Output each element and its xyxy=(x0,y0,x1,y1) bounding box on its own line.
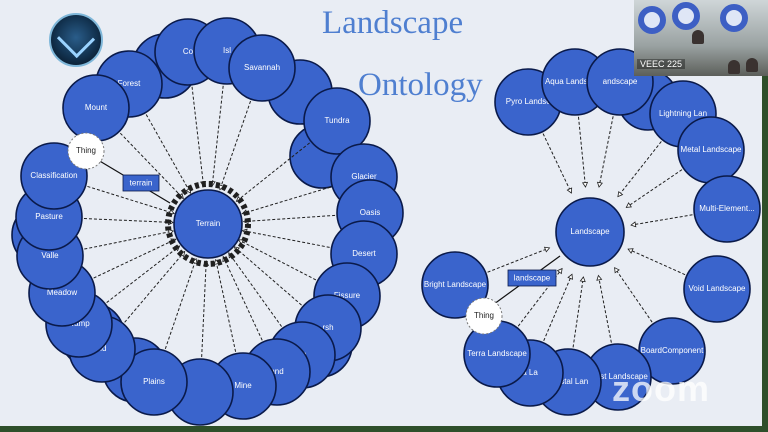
terrain-subclass-node-label: rsh xyxy=(322,323,333,332)
terrain-subclass-node-label: Desert xyxy=(352,249,376,258)
terrain-subclass-node-label: Mine xyxy=(234,381,252,390)
landscape-subclass-node-label: Void Landscape xyxy=(689,284,746,293)
relation-label-landscape xyxy=(507,269,557,287)
terrain-subclass-node-label: Mount xyxy=(85,103,108,112)
presenter-figure xyxy=(692,30,704,44)
terrain-subclass-node-label: wamp xyxy=(67,319,90,328)
terrain-center-node-label: Terrain xyxy=(196,219,220,228)
terrain-subclass-node-label: Meadow xyxy=(47,288,77,297)
landscape-center-node xyxy=(555,197,625,267)
speaker-video-thumbnail[interactable]: VEEC 225 xyxy=(634,0,768,76)
terrain-subclass-node xyxy=(120,348,188,416)
terrain-subclass-node-label: Savannah xyxy=(244,63,280,72)
thing-node-label: Thing xyxy=(76,146,96,155)
landscape-subclass-node-label: Multi-Element... xyxy=(699,204,755,213)
landscape-subclass-node-label: Bright Landscape xyxy=(424,280,487,289)
subclass-edge-head xyxy=(237,239,245,245)
ring-icon xyxy=(638,6,666,34)
subclass-edge-head xyxy=(625,202,632,208)
slide-title-line-1: Landscape xyxy=(322,5,464,41)
slide-title-line-2: Ontology xyxy=(358,67,483,103)
audience-figure xyxy=(746,58,758,72)
terrain-subclass-node-label: and xyxy=(270,367,283,376)
terrain-subclass-node-label: Oasis xyxy=(360,208,380,217)
terrain-subclass-node xyxy=(228,34,296,102)
landscape-subclass-node-label: Crystal Lan xyxy=(548,377,588,386)
terrain-subclass-node xyxy=(303,87,371,155)
relation-label-terrain-label: terrain xyxy=(130,179,153,188)
subclass-edge-head xyxy=(579,276,586,283)
landscape-subclass-node-label: Aqua Landscape xyxy=(545,77,606,86)
landscape-subclass-node xyxy=(683,255,751,323)
logo-emblem xyxy=(56,19,96,59)
subclass-edge-head xyxy=(614,267,620,274)
landscape-subclass-node-label: Pyro Landsc xyxy=(506,97,550,106)
terrain-center-node xyxy=(173,189,243,259)
terrain-subclass-node-label: Tundra xyxy=(324,116,350,125)
thing-node xyxy=(465,297,503,335)
subclass-edge-head xyxy=(627,248,634,254)
ring-icon xyxy=(672,2,700,30)
thing-node-label: Thing xyxy=(474,311,494,320)
relation-label-landscape-label: landscape xyxy=(514,274,551,283)
subclass-edge-head xyxy=(567,273,573,280)
terrain-subclass-node-label: Forest xyxy=(118,79,141,88)
subclass-edge-head xyxy=(596,274,603,281)
landscape-subclass-node xyxy=(421,251,489,319)
landscape-subclass-node xyxy=(693,175,761,243)
subclass-edge-head xyxy=(556,267,563,275)
terrain-subclass-node-label: Co xyxy=(183,47,194,56)
subclass-edge-head xyxy=(218,184,225,191)
landscape-subclass-node-label: a La xyxy=(522,368,538,377)
terrain-subclass-node-label: Plains xyxy=(143,377,165,386)
terrain-subclass-node-label: Glacier xyxy=(351,172,377,181)
landscape-subclass-node-label: BoardComponent xyxy=(641,346,704,355)
landscape-subclass-node-label: Terra Landscape xyxy=(467,349,527,358)
subclass-edge-head xyxy=(581,181,589,188)
terrain-subclass-node-label: Pasture xyxy=(35,212,63,221)
relation-label-terrain xyxy=(122,174,160,192)
zoom-watermark: zoom xyxy=(612,368,710,409)
subclass-edge-head xyxy=(596,181,603,188)
terrain-subclass-node-label: Classification xyxy=(30,171,77,180)
terrain-arrowhead-ring xyxy=(165,181,251,267)
subclass-edge-head xyxy=(617,190,624,198)
subclass-edge-head xyxy=(167,228,175,236)
ring-icon xyxy=(720,4,748,32)
landscape-center-node-label: Landscape xyxy=(570,227,610,236)
terrain-subclass-node-label: Isl xyxy=(223,46,231,55)
logo-icon xyxy=(49,13,103,67)
audience-figure xyxy=(728,60,740,74)
landscape-subclass-node-label: Metal Landscape xyxy=(681,145,742,154)
subclass-edge-head xyxy=(543,246,551,253)
landscape-subclass-node-label: Lightning Lan xyxy=(659,109,707,118)
terrain-subclass-node-label: Valle xyxy=(41,251,59,260)
landscape-subclass-node-label: andscape xyxy=(603,77,638,86)
subclass-edge-head xyxy=(566,187,573,194)
participant-name-label: VEEC 225 xyxy=(637,59,686,69)
thing-node xyxy=(67,132,105,170)
subclass-edge-head xyxy=(630,221,637,228)
landscape-subclass-node-label: Frost Landscape xyxy=(588,372,648,381)
terrain-subclass-node-label: Fissure xyxy=(334,291,361,300)
